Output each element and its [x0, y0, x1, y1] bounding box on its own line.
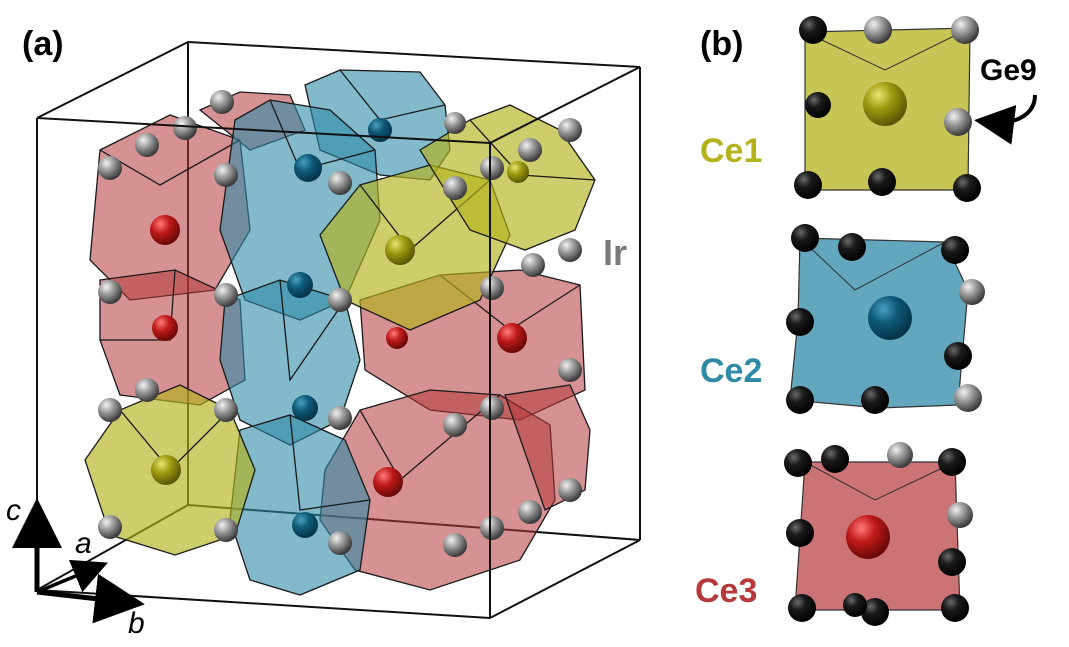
ce3-label: Ce3	[695, 572, 757, 610]
atom-sphere-icon	[799, 16, 827, 44]
atom-sphere-icon	[98, 156, 122, 180]
axis-c-label: c	[6, 494, 21, 527]
atom-sphere-icon	[328, 171, 352, 195]
axis-b-label: b	[128, 607, 145, 640]
atom-sphere-icon	[944, 108, 972, 136]
atom-sphere-icon	[846, 515, 890, 559]
ge9-label: Ge9	[980, 54, 1037, 87]
atom-sphere-icon	[373, 467, 403, 497]
atom-sphere-icon	[292, 395, 318, 421]
atom-sphere-icon	[938, 448, 966, 476]
atom-sphere-icon	[521, 253, 545, 277]
panel-a: (a)	[6, 25, 641, 640]
atom-sphere-icon	[838, 233, 866, 261]
atom-sphere-icon	[518, 500, 542, 524]
ce-atoms	[150, 118, 529, 538]
atom-sphere-icon	[944, 342, 972, 370]
ir-label: Ir	[603, 232, 627, 273]
atom-sphere-icon	[368, 118, 392, 142]
atom-sphere-icon	[151, 455, 181, 485]
atom-sphere-icon	[497, 323, 527, 353]
atom-sphere-icon	[953, 174, 981, 202]
atom-sphere-icon	[214, 398, 238, 422]
atom-sphere-icon	[150, 215, 180, 245]
atom-sphere-icon	[294, 154, 322, 182]
atom-sphere-icon	[794, 171, 822, 199]
atom-sphere-icon	[480, 276, 504, 300]
atom-sphere-icon	[558, 238, 582, 262]
atom-sphere-icon	[292, 512, 318, 538]
atom-sphere-icon	[287, 272, 313, 298]
atom-sphere-icon	[791, 224, 819, 252]
atom-sphere-icon	[821, 445, 849, 473]
panel-b-label: (b)	[700, 25, 743, 63]
atom-sphere-icon	[786, 386, 814, 414]
atom-sphere-icon	[328, 288, 352, 312]
atom-sphere-icon	[480, 516, 504, 540]
atom-sphere-icon	[861, 598, 889, 626]
atom-sphere-icon	[887, 442, 913, 468]
atom-sphere-icon	[938, 548, 966, 576]
atom-sphere-icon	[328, 406, 352, 430]
ce-polyhedra-detail: (b) Ce1 Ge9	[695, 16, 1037, 626]
atom-sphere-icon	[861, 386, 889, 414]
atom-sphere-icon	[863, 82, 907, 126]
atom-sphere-icon	[788, 594, 816, 622]
ce2-label: Ce2	[700, 352, 762, 390]
crystal-structure-view: (a)	[6, 25, 641, 640]
atom-sphere-icon	[558, 478, 582, 502]
atom-sphere-icon	[941, 594, 969, 622]
atom-sphere-icon	[386, 327, 408, 349]
atom-sphere-icon	[214, 518, 238, 542]
panel-b: (b) Ce1 Ge9	[690, 0, 1069, 647]
atom-sphere-icon	[518, 138, 542, 162]
atom-sphere-icon	[786, 519, 814, 547]
atom-sphere-icon	[786, 308, 814, 336]
atom-sphere-icon	[480, 156, 504, 180]
atom-sphere-icon	[385, 235, 415, 265]
atom-sphere-icon	[214, 283, 238, 307]
axis-arrow-icon	[36, 559, 108, 594]
atom-sphere-icon	[214, 163, 238, 187]
atom-sphere-icon	[443, 533, 467, 557]
atom-sphere-icon	[328, 531, 352, 555]
atom-sphere-icon	[443, 413, 467, 437]
axis-arrow-icon	[36, 573, 145, 624]
atom-sphere-icon	[98, 280, 122, 304]
ce3-polyhedron	[784, 442, 973, 626]
ir-atoms	[98, 90, 582, 557]
atom-sphere-icon	[98, 398, 122, 422]
atom-sphere-icon	[210, 90, 234, 114]
atom-sphere-icon	[152, 315, 178, 341]
axis-indicator	[11, 498, 145, 624]
panel-a-label: (a)	[22, 25, 64, 63]
atom-sphere-icon	[98, 515, 122, 539]
atom-sphere-icon	[558, 118, 582, 142]
ce2-polyhedron	[786, 224, 985, 414]
atom-sphere-icon	[947, 502, 973, 528]
atom-sphere-icon	[959, 279, 985, 305]
atom-sphere-icon	[507, 161, 529, 183]
atom-sphere-icon	[843, 593, 867, 617]
curved-arrow-icon	[974, 94, 1037, 145]
ce1-polyhedron	[794, 16, 981, 202]
ce1-label: Ce1	[700, 132, 762, 170]
atom-sphere-icon	[784, 449, 812, 477]
atom-sphere-icon	[864, 16, 892, 44]
atom-sphere-icon	[135, 378, 159, 402]
axis-a-label: a	[75, 527, 92, 560]
atom-sphere-icon	[173, 116, 197, 140]
atom-sphere-icon	[480, 396, 504, 420]
atom-sphere-icon	[868, 296, 912, 340]
atom-sphere-icon	[444, 112, 466, 134]
atom-sphere-icon	[558, 358, 582, 382]
atom-sphere-icon	[805, 92, 831, 118]
atom-sphere-icon	[951, 16, 979, 44]
atom-sphere-icon	[868, 168, 896, 196]
atom-sphere-icon	[443, 176, 467, 200]
atom-sphere-icon	[135, 133, 159, 157]
atom-sphere-icon	[954, 384, 982, 412]
atom-sphere-icon	[941, 236, 969, 264]
